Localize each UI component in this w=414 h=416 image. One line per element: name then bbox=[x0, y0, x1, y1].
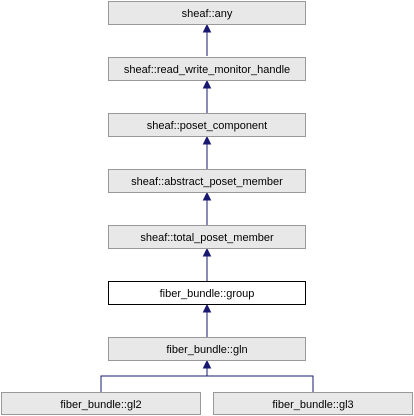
edge-gl2-to-gln bbox=[100, 368, 208, 392]
node-label: fiber_bundle::gl2 bbox=[60, 399, 141, 411]
node-label: sheaf::poset_component bbox=[147, 120, 267, 132]
edge-gln-to-group bbox=[202, 303, 212, 337]
node-sheaf-any[interactable]: sheaf::any bbox=[108, 1, 306, 25]
node-label: fiber_bundle::group bbox=[160, 288, 255, 300]
node-fiber-bundle-gln[interactable]: fiber_bundle::gln bbox=[108, 337, 306, 361]
node-label: sheaf::total_poset_member bbox=[140, 232, 274, 244]
node-sheaf-total-poset-member[interactable]: sheaf::total_poset_member bbox=[108, 225, 306, 249]
edge-group-to-total-poset-member bbox=[202, 247, 212, 281]
edge-total-poset-member-to-abstract-poset-member bbox=[202, 191, 212, 225]
node-sheaf-abstract-poset-member[interactable]: sheaf::abstract_poset_member bbox=[108, 169, 306, 193]
node-sheaf-poset-component[interactable]: sheaf::poset_component bbox=[108, 113, 306, 137]
node-label: fiber_bundle::gln bbox=[166, 344, 247, 356]
edge-abstract-poset-member-to-poset-component bbox=[202, 135, 212, 169]
node-fiber-bundle-gl3[interactable]: fiber_bundle::gl3 bbox=[213, 392, 413, 415]
node-label: sheaf::any bbox=[182, 8, 233, 20]
edge-poset-component-to-rwmh bbox=[202, 79, 212, 113]
node-sheaf-read-write-monitor-handle[interactable]: sheaf::read_write_monitor_handle bbox=[108, 57, 306, 81]
node-fiber-bundle-group: fiber_bundle::group bbox=[108, 281, 306, 305]
node-fiber-bundle-gl2[interactable]: fiber_bundle::gl2 bbox=[1, 392, 201, 415]
node-label: fiber_bundle::gl3 bbox=[272, 399, 353, 411]
node-label: sheaf::abstract_poset_member bbox=[131, 176, 283, 188]
edge-rwmh-to-any bbox=[202, 23, 212, 56]
node-label: sheaf::read_write_monitor_handle bbox=[124, 64, 290, 76]
edge-gl3-to-gln bbox=[202, 359, 314, 392]
